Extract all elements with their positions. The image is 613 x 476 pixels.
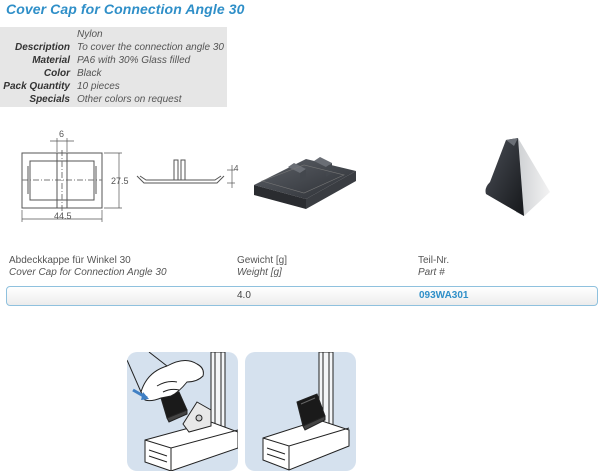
header-en: Cover Cap for Connection Angle 30 bbox=[9, 267, 167, 278]
header-de: Gewicht [g] bbox=[237, 255, 288, 266]
column-header-part-number: Teil-Nr. Part # bbox=[418, 255, 449, 279]
spec-row: Color Black bbox=[0, 68, 227, 81]
weight-value: 4.0 bbox=[237, 290, 251, 301]
dim-label: 44.5 bbox=[54, 211, 72, 221]
spec-value: Nylon bbox=[77, 29, 103, 40]
dim-label: 6 bbox=[59, 129, 64, 139]
table-row[interactable]: 4.0 093WA301 bbox=[6, 286, 598, 306]
header-en: Part # bbox=[418, 267, 445, 278]
header-en: Weight [g] bbox=[237, 267, 282, 278]
column-header-description: Abdeckkappe für Winkel 30 Cover Cap for … bbox=[9, 255, 167, 279]
dim-label: 4 bbox=[234, 164, 239, 173]
front-view-drawing: 6 27.5 44.5 bbox=[21, 129, 129, 222]
spec-row: Material PA6 with 30% Glass filled bbox=[0, 55, 227, 68]
assembly-step-1-drawing bbox=[127, 352, 238, 471]
spec-label: Specials bbox=[29, 94, 70, 105]
page-title: Cover Cap for Connection Angle 30 bbox=[6, 1, 245, 17]
assembly-illustration-step-2 bbox=[245, 352, 356, 471]
spec-label: Material bbox=[32, 55, 70, 66]
header-de: Abdeckkappe für Winkel 30 bbox=[9, 255, 131, 266]
spec-value: 10 pieces bbox=[77, 81, 120, 92]
header-de: Teil-Nr. bbox=[418, 255, 450, 266]
spec-label: Color bbox=[43, 68, 70, 79]
dim-label: 27.5 bbox=[111, 176, 129, 186]
spec-row: Pack Quantity 10 pieces bbox=[0, 81, 227, 94]
spec-value: Black bbox=[77, 68, 102, 79]
spec-value: To cover the connection angle 30 bbox=[77, 42, 224, 53]
spec-row: Nylon bbox=[0, 29, 227, 42]
product-photo-cap bbox=[254, 157, 356, 209]
spec-value: Other colors on request bbox=[77, 94, 182, 105]
product-photo-assembled bbox=[485, 138, 550, 216]
side-view-drawing: 4 bbox=[136, 159, 239, 188]
column-header-weight: Gewicht [g] Weight [g] bbox=[237, 255, 287, 279]
part-number-link[interactable]: 093WA301 bbox=[419, 290, 469, 301]
spec-value: PA6 with 30% Glass filled bbox=[77, 55, 191, 66]
spec-row: Description To cover the connection angl… bbox=[0, 42, 227, 55]
assembly-step-2-drawing bbox=[262, 352, 350, 471]
spec-label: Description bbox=[14, 42, 70, 53]
spec-row: Specials Other colors on request bbox=[0, 94, 227, 107]
spec-label: Pack Quantity bbox=[3, 81, 70, 92]
assembly-illustration-step-1 bbox=[127, 352, 238, 471]
spec-table: Nylon Description To cover the connectio… bbox=[0, 27, 227, 107]
